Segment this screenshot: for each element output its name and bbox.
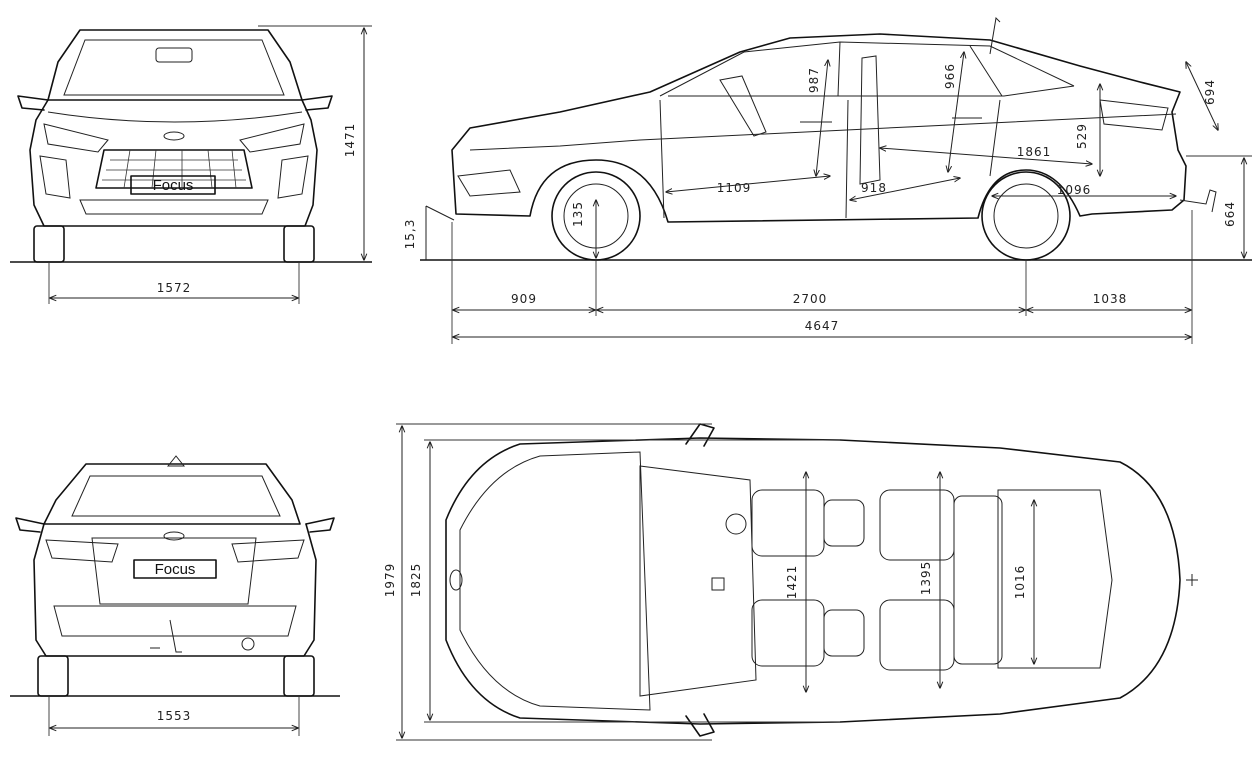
rear-right-tyre (283, 655, 315, 697)
rear-bench-back (953, 495, 1003, 665)
front-headroom-label: 987 (807, 67, 821, 93)
boot-length-label: 1096 (1057, 183, 1092, 197)
rear-view: Focus 1553 (10, 455, 340, 736)
tow-hook (1179, 189, 1217, 213)
front-right-seat (751, 599, 825, 667)
front-grille (95, 149, 253, 189)
brake-light (166, 455, 186, 467)
front-legroom-label: 1109 (717, 181, 752, 195)
grille-slats (102, 159, 246, 181)
boot-opening (997, 489, 1113, 669)
left-tail-lamp (45, 539, 119, 563)
front-badge: Focus (153, 177, 194, 194)
steering-wheel (725, 513, 747, 535)
top-front-logo (449, 569, 463, 591)
top-left-mirror (685, 423, 715, 447)
door-cuts (659, 99, 1001, 219)
front-seat-back (719, 75, 767, 137)
width-with-mirrors-label: 1979 (383, 563, 397, 598)
shoulder-line (469, 113, 1177, 151)
front-height-label: 1471 (343, 123, 357, 158)
roof-to-boot-line (1186, 62, 1218, 130)
wheelbase-label: 2700 (793, 292, 828, 306)
rear-tow-hook (150, 619, 182, 653)
front-right-tyre (283, 225, 315, 263)
front-track-label: 1572 (157, 281, 192, 295)
top-view: 1421 1395 1016 1979 1825 (383, 423, 1198, 741)
roof-to-boot-label: 694 (1203, 79, 1217, 105)
rear-shoulder-label: 1395 (919, 561, 933, 596)
lower-intake (79, 199, 269, 215)
door-pillars (837, 41, 1003, 97)
clearance-label: 135 (571, 201, 585, 227)
roof-line (659, 41, 1075, 97)
rear-rim (993, 183, 1059, 249)
front-bumper-intake (457, 169, 521, 197)
body-width-label: 1825 (409, 563, 423, 598)
top-tow-point (1186, 574, 1198, 586)
rear-right-mirror (305, 517, 335, 533)
bonnet-edge (47, 111, 303, 123)
front-overhang-label: 909 (511, 292, 537, 306)
windscreen-top (639, 465, 757, 697)
top-body-outline (445, 437, 1181, 725)
exhaust (241, 637, 255, 651)
front-left-seat (751, 489, 825, 557)
right-headlight (239, 123, 305, 153)
roof-antenna (989, 16, 1001, 55)
side-view: 135 987 966 529 694 1109 918 1861 1096 6… (403, 16, 1252, 344)
load-length-line (880, 148, 1092, 164)
rear-logo (163, 531, 185, 541)
left-mirror (17, 95, 49, 111)
approach-angle-label: 15,3 (403, 219, 417, 250)
boot-height-label: 529 (1075, 123, 1089, 149)
top-right-mirror (685, 713, 715, 737)
rear-body-outline (33, 523, 317, 657)
front-logo (163, 131, 185, 141)
front-left-backrest (823, 499, 865, 547)
right-mirror (301, 95, 333, 111)
front-headroom-line (816, 60, 828, 176)
rear-left-tyre (37, 655, 69, 697)
boot-width-label: 1016 (1013, 565, 1027, 600)
tailgate (91, 537, 257, 605)
rear-legroom-line (850, 178, 960, 200)
rear-window (71, 475, 281, 517)
rear-overhang-label: 1038 (1093, 292, 1128, 306)
rear-bumper (53, 605, 297, 637)
front-legroom-line (666, 176, 830, 192)
approach-angle-lines (425, 205, 455, 260)
rear-legroom-label: 918 (861, 181, 887, 195)
load-length-label: 1861 (1017, 145, 1052, 159)
rear-seat-back (859, 55, 881, 185)
rear-view-mirror (155, 47, 193, 63)
rear-headroom-label: 966 (943, 63, 957, 89)
left-headlight (43, 123, 109, 153)
front-plate (130, 175, 216, 195)
rear-track-label: 1553 (157, 709, 192, 723)
left-fog-intake (39, 155, 71, 199)
gear-lever (711, 577, 725, 591)
front-right-backrest (823, 609, 865, 657)
front-body-outline (29, 99, 318, 227)
rear-plate (133, 559, 217, 579)
side-body-outline (451, 33, 1187, 223)
front-view: Focus 1471 1572 (10, 25, 372, 304)
rear-left-mirror (15, 517, 45, 533)
rear-badge: Focus (155, 561, 196, 578)
window-line (668, 85, 1075, 97)
bonnet-outline (459, 451, 651, 711)
right-fog-intake (277, 155, 309, 199)
front-shoulder-label: 1421 (785, 565, 799, 600)
overall-length-label: 4647 (805, 319, 840, 333)
rear-left-seat (879, 489, 955, 561)
front-left-tyre (33, 225, 65, 263)
front-windscreen (63, 39, 285, 96)
rear-right-seat (879, 599, 955, 671)
tow-height-label: 664 (1223, 201, 1237, 227)
grille-bars (123, 149, 237, 189)
right-tail-lamp (231, 539, 305, 563)
rear-roof (43, 463, 301, 525)
